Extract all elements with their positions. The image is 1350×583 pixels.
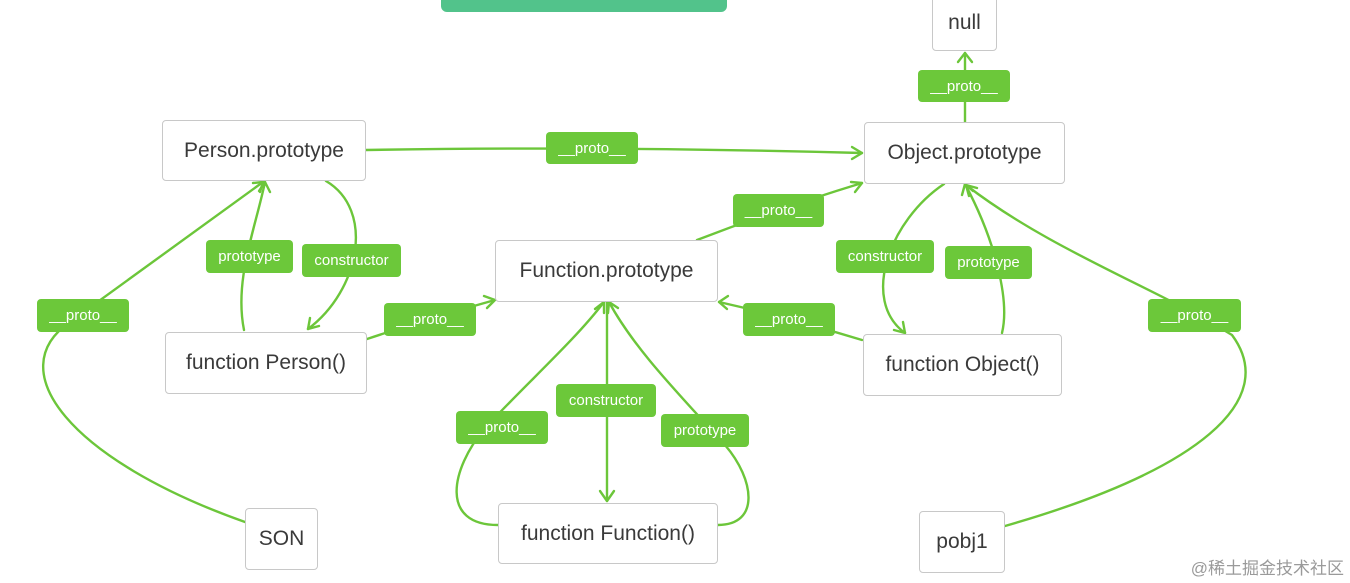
arrowhead xyxy=(593,300,606,315)
arrowhead xyxy=(606,300,620,315)
label-prototype-object: prototype xyxy=(945,246,1032,279)
label-proto-function-function: __proto__ xyxy=(456,411,548,444)
node-son: SON xyxy=(245,508,318,570)
label-prototype-person: prototype xyxy=(206,240,293,273)
label-constructor-person: constructor xyxy=(302,244,401,277)
node-function-person: function Person() xyxy=(165,332,367,394)
arrowhead xyxy=(964,183,979,198)
node-function-prototype: Function.prototype xyxy=(495,240,718,302)
node-null: null xyxy=(932,0,997,51)
label-proto-function-object: __proto__ xyxy=(743,303,835,336)
top-banner-bar xyxy=(441,0,727,12)
arrowhead xyxy=(849,180,864,194)
edge-son-to-person-prototype xyxy=(42,180,265,524)
label-proto-function-person: __proto__ xyxy=(384,303,476,336)
arrowhead xyxy=(598,489,616,503)
arrowhead xyxy=(956,51,974,64)
edge-pobj1-to-object-prototype xyxy=(964,183,1247,528)
label-proto-person-prototype-object-prototype: __proto__ xyxy=(546,132,638,164)
arrowhead xyxy=(306,316,321,331)
node-function-function: function Function() xyxy=(498,503,718,564)
label-proto-function-prototype-object-prototype: __proto__ xyxy=(733,194,824,227)
arrowhead xyxy=(850,145,864,161)
node-pobj1: pobj1 xyxy=(919,511,1005,573)
label-constructor-function: constructor xyxy=(556,384,656,417)
arrowhead xyxy=(251,180,265,194)
node-function-object: function Object() xyxy=(863,334,1062,396)
node-person-prototype: Person.prototype xyxy=(162,120,366,181)
arrowhead xyxy=(892,320,907,335)
label-proto-object-prototype-null: __proto__ xyxy=(918,70,1010,102)
watermark-text: @稀土掘金技术社区 xyxy=(1190,559,1344,578)
node-object-prototype: Object.prototype xyxy=(864,122,1065,184)
label-constructor-object: constructor xyxy=(836,240,934,273)
label-proto-son: __proto__ xyxy=(37,299,129,332)
label-proto-pobj1: __proto__ xyxy=(1148,299,1241,332)
arrowhead xyxy=(717,294,730,311)
label-prototype-function-function: prototype xyxy=(661,414,749,447)
